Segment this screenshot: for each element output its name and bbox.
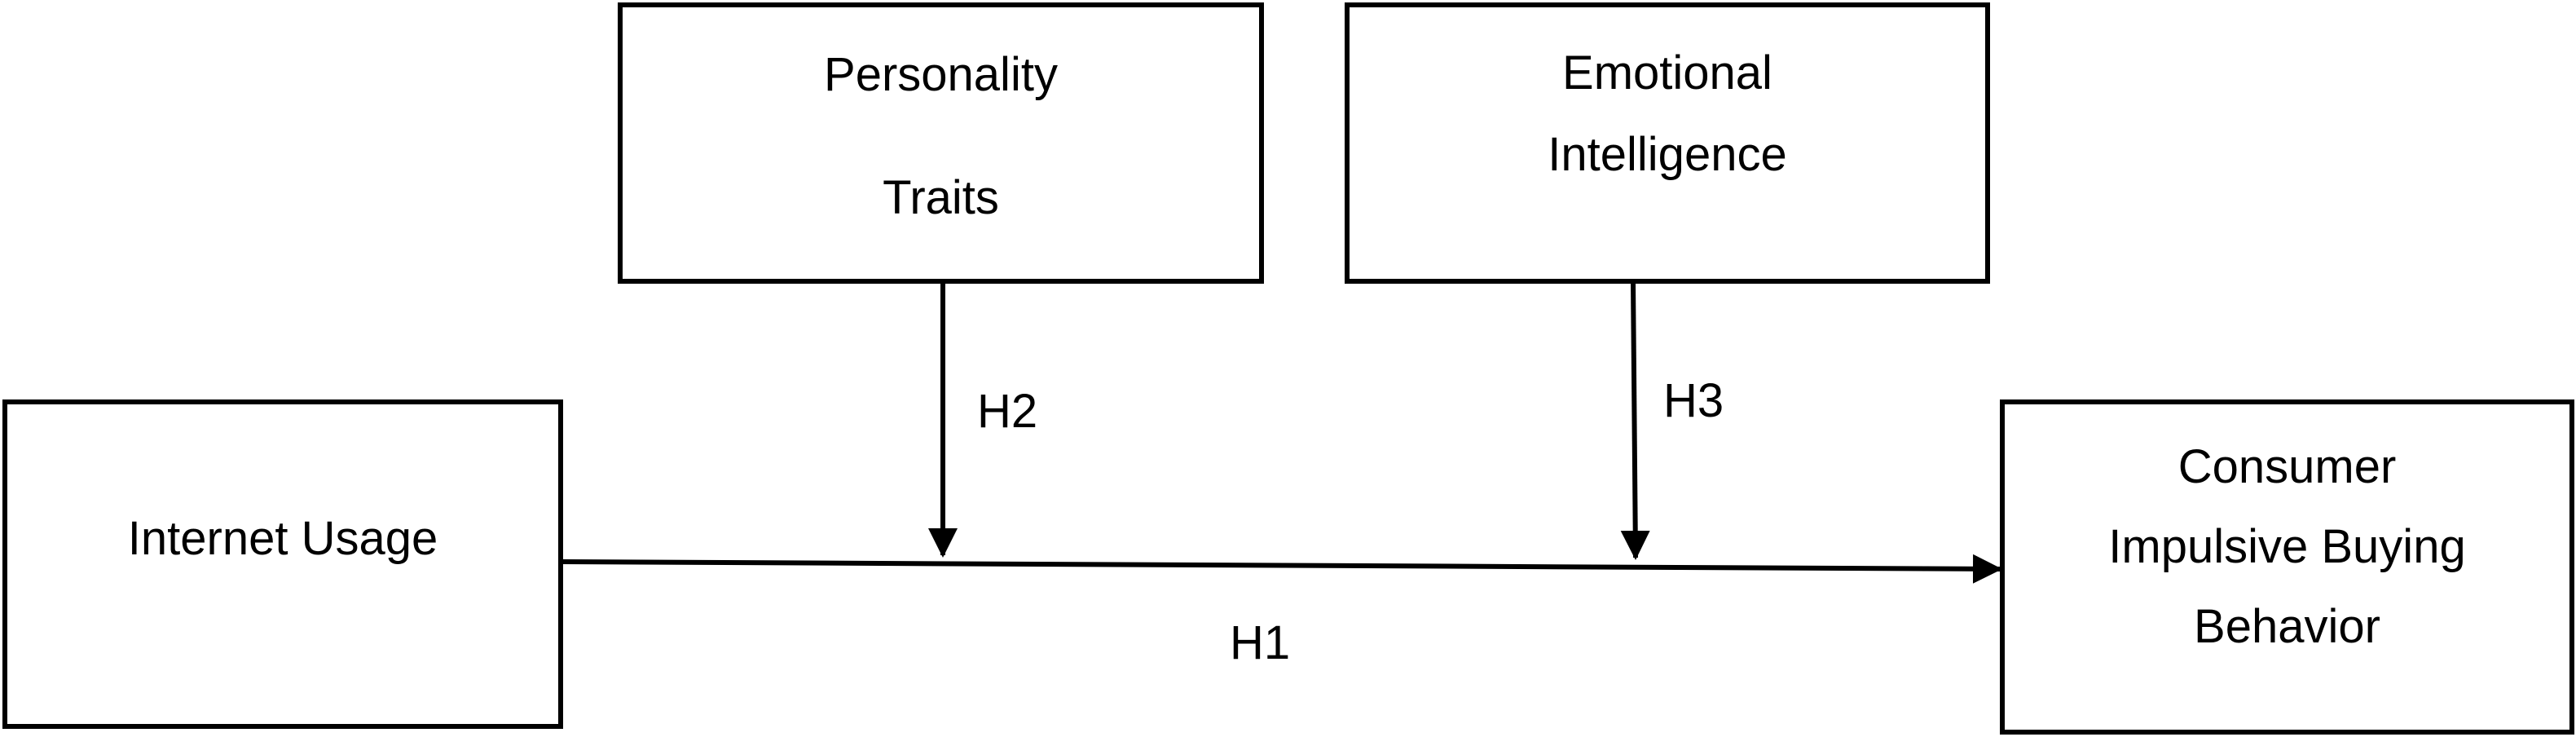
consumer-impulsive-buying-line2: Impulsive Buying — [2108, 520, 2466, 573]
internet-usage-label: Internet Usage — [127, 512, 438, 565]
h3-arrow — [1620, 280, 1650, 560]
personality-traits-line1: Personality — [824, 48, 1058, 101]
h1-arrow — [560, 554, 2002, 584]
consumer-impulsive-buying-line1: Consumer — [2177, 440, 2397, 493]
consumer-impulsive-buying-line3: Behavior — [2194, 600, 2380, 653]
personality-traits-box: Personality Traits — [618, 2, 1264, 284]
emotional-intelligence-box: Emotional Intelligence — [1345, 2, 1990, 284]
internet-usage-box: Internet Usage — [2, 399, 563, 729]
h1-label: H1 — [1230, 616, 1291, 669]
personality-traits-line2: Traits — [883, 171, 999, 224]
emotional-intelligence-line2: Intelligence — [1548, 128, 1787, 181]
emotional-intelligence-line1: Emotional — [1562, 46, 1772, 99]
h3-label: H3 — [1663, 374, 1724, 427]
h2-label: H2 — [977, 385, 1038, 438]
consumer-impulsive-buying-box: Consumer Impulsive Buying Behavior — [2000, 399, 2574, 735]
